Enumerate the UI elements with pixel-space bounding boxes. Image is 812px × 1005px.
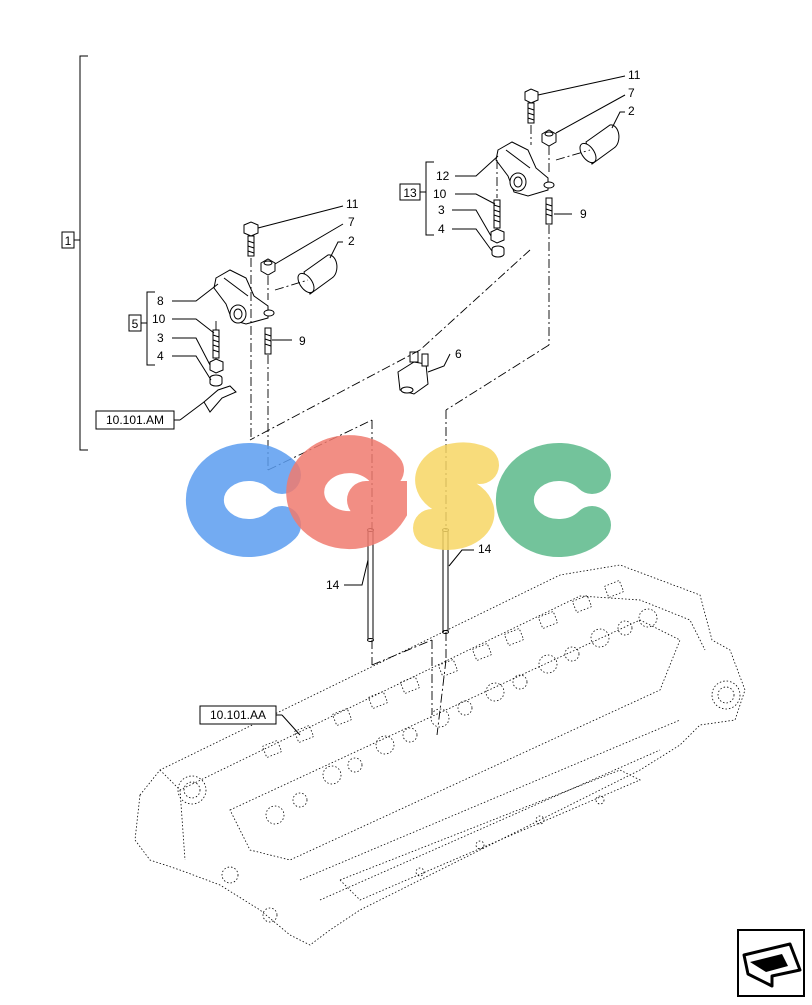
group-5-label: 5 (132, 317, 139, 331)
reference-aa-label: 10.101.AA (210, 708, 266, 722)
callout-6: 6 (455, 347, 462, 361)
lock-nut-lower (209, 358, 224, 374)
callout-top-9: 9 (580, 207, 587, 221)
watermark-letter-s (413, 442, 499, 550)
stud-lower (264, 327, 272, 355)
reference-am-label: 10.101.AM (106, 413, 164, 427)
callout-top-10: 10 (433, 187, 447, 201)
rocker-arm-upper (495, 141, 555, 197)
watermark-letter-c2 (495, 443, 611, 557)
back-arrow-icon[interactable] (737, 929, 805, 997)
callout-top-2: 2 (628, 104, 635, 118)
callout-top-11: 11 (628, 68, 641, 82)
callout-mid-11: 11 (346, 197, 359, 211)
bolt-lower (243, 221, 259, 257)
nut-upper (541, 129, 557, 147)
nut-lower (260, 258, 276, 276)
stud-upper (545, 197, 553, 225)
watermark-letter-g (286, 435, 407, 550)
adjusting-screw-lower (212, 329, 220, 359)
rocker-arm-lower (213, 269, 275, 325)
callout-mid-4: 4 (157, 349, 164, 363)
adjusting-screw-upper (493, 199, 501, 229)
group-13-label: 13 (403, 186, 417, 200)
callout-rod-left-14: 14 (326, 578, 340, 592)
callout-mid-3: 3 (157, 331, 164, 345)
rocker-assembly-upper: 13 (399, 88, 620, 258)
callout-rod-right-14: 14 (478, 542, 492, 556)
swivel-cap-lower (209, 374, 223, 387)
cylinder-head (134, 564, 746, 946)
callout-mid-10: 10 (152, 312, 166, 326)
watermark-letter-c1 (185, 443, 301, 557)
callout-mid-2: 2 (348, 234, 355, 248)
reference-10-101-aa[interactable]: 10.101.AA (199, 705, 301, 736)
callout-mid-7: 7 (348, 215, 355, 229)
group-1-bracket: 1 (61, 55, 88, 451)
callout-top-3: 3 (438, 203, 445, 217)
lock-nut-upper (490, 228, 505, 244)
head-top-ribs (261, 579, 625, 759)
clip-part (397, 351, 429, 395)
reference-10-101-am[interactable]: 10.101.AM (95, 401, 205, 430)
callout-mid-9: 9 (299, 334, 306, 348)
group-1-label: 1 (65, 234, 72, 248)
swivel-cap-upper (491, 245, 505, 258)
valve-bridge (203, 385, 237, 413)
callouts: 11 7 2 12 10 3 4 9 11 7 2 8 10 3 4 9 6 (152, 68, 641, 592)
sleeve-upper (579, 124, 620, 165)
assembly-lines (215, 125, 591, 736)
sleeve-lower (297, 254, 338, 295)
rocker-assembly-lower: 5 (128, 221, 338, 413)
callout-top-7: 7 (628, 86, 635, 100)
callout-mid-8: 8 (157, 294, 164, 308)
watermark (185, 435, 611, 557)
bolt-upper (524, 88, 539, 124)
head-ports (177, 608, 741, 923)
callout-top-12: 12 (436, 169, 450, 183)
callout-top-4: 4 (438, 222, 445, 236)
